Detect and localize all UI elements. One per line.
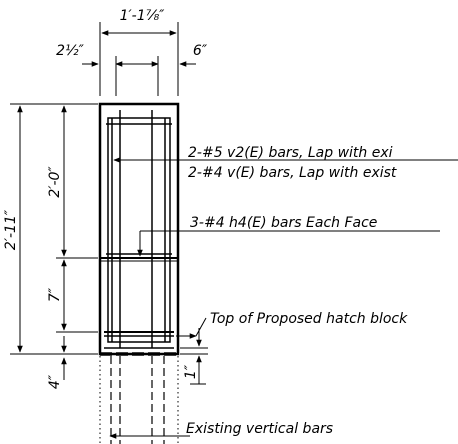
hatch-block-callout: Top of Proposed hatch block — [210, 311, 408, 327]
v2-bars-callout: 2-#5 v2(E) bars, Lap with exi — [188, 145, 393, 161]
upper-segment-label: 2′-0″ — [47, 166, 63, 198]
top-dimensions: 1′-1⁷⁄₈″ 2½″ 6″ — [56, 8, 208, 96]
existing-vertical-bars — [99, 356, 179, 444]
callouts: 2-#5 v2(E) bars, Lap with exi 2-#4 v(E) … — [109, 145, 458, 439]
existing-vertical-callout: Existing vertical bars — [186, 421, 333, 437]
h4-bars-callout: 3-#4 h4(E) bars Each Face — [190, 215, 377, 231]
hatch-offset-dimension: 1″ — [180, 328, 208, 385]
overall-width-label: 1′-1⁷⁄₈″ — [120, 8, 166, 24]
v-bars-callout: 2-#4 v(E) bars, Lap with exist — [188, 165, 397, 181]
left-dimensions: 2′-11″ 2′-0″ 7″ 4″ — [3, 103, 98, 389]
left-cover-label: 2½″ — [56, 43, 84, 59]
lower-segment-label: 7″ — [47, 287, 63, 302]
reinforcement-bars — [100, 110, 178, 356]
bottom-offset-label: 4″ — [47, 374, 63, 389]
stirrup — [107, 117, 171, 343]
overall-height-label: 2′-11″ — [3, 209, 19, 250]
right-cover-label: 6″ — [193, 43, 208, 59]
hatch-offset-label: 1″ — [183, 364, 199, 379]
